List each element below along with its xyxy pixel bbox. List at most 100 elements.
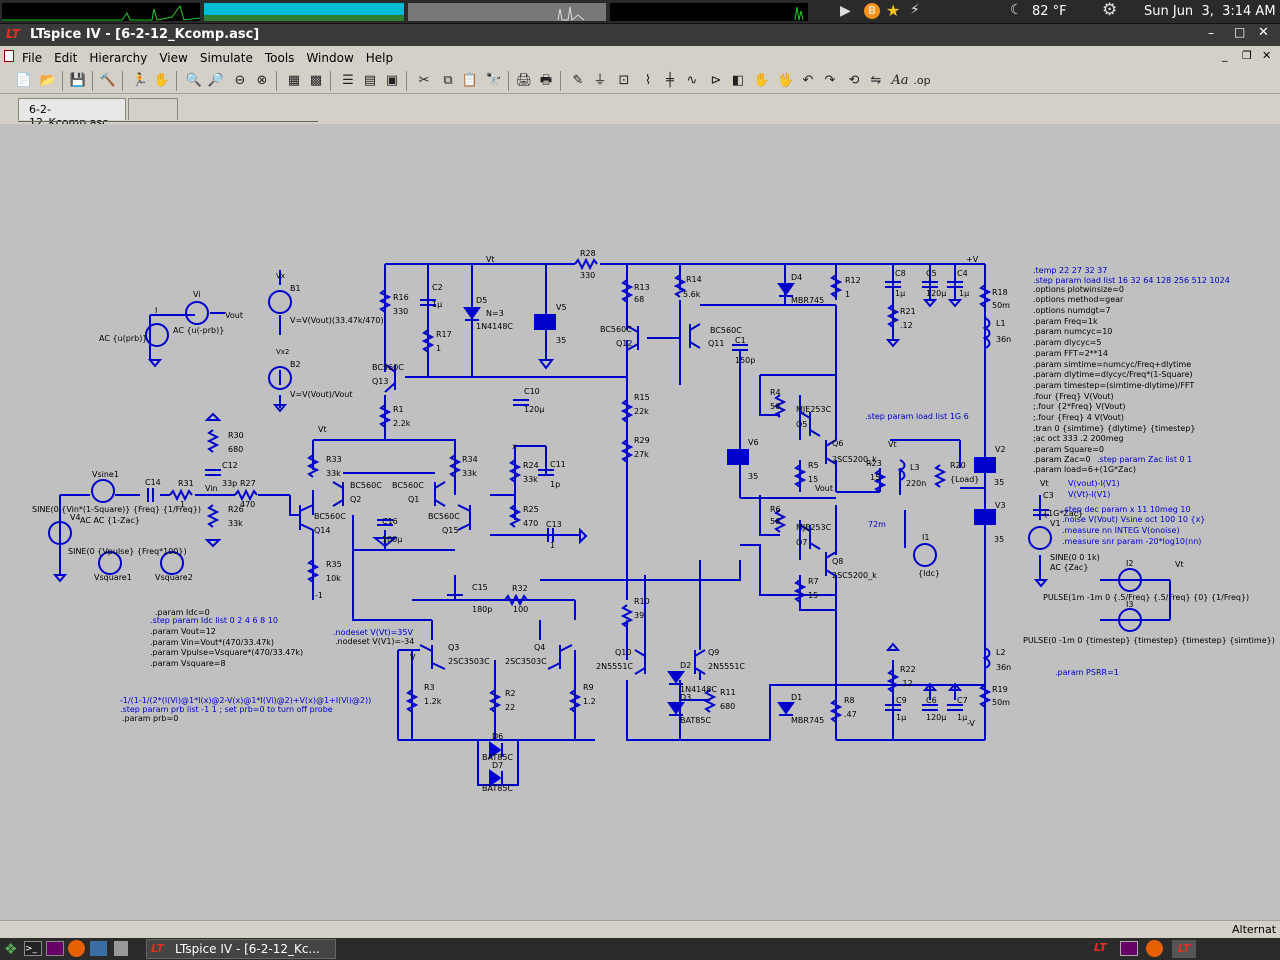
svg-text:5.6k: 5.6k [683,290,701,299]
doc-icon[interactable] [4,50,14,62]
zoom-out-icon[interactable]: ⊖ [234,73,246,88]
undo-icon[interactable]: ↶ [802,73,814,88]
svg-text:120µ: 120µ [926,713,946,722]
disk-monitor [610,3,808,21]
open-icon[interactable]: 📂 [39,73,57,88]
tray-ltspice-icon[interactable]: LT [1094,941,1107,954]
doc-minimize-button[interactable]: _ [1222,49,1228,62]
tab-empty[interactable] [128,98,178,120]
svg-text:V(Vt)-I(V1): V(Vt)-I(V1) [1068,490,1110,499]
copy-icon[interactable]: ⧉ [443,73,453,88]
menu-tools[interactable]: Tools [264,51,295,65]
svg-text:R14: R14 [686,275,702,284]
print-setup-icon[interactable]: 🖨 [515,73,533,88]
tile-vertical-icon[interactable]: ▤ [363,73,377,88]
menu-help[interactable]: Help [365,51,394,65]
firefox-icon[interactable] [68,940,85,957]
pan-icon[interactable]: 🔎 [207,73,225,88]
minimize-button[interactable]: – [1208,26,1214,40]
menu-edit[interactable]: Edit [54,51,78,65]
menu-hierarchy[interactable]: Hierarchy [89,51,148,65]
component-icon[interactable]: ◧ [731,73,745,88]
svg-text:AC {u(-prb)}: AC {u(-prb)} [173,326,224,335]
menu-simulate[interactable]: Simulate [199,51,253,65]
new-schematic-icon[interactable]: 📄 [15,73,33,88]
drag-hand-icon[interactable]: 🖐 [777,73,795,88]
menu-view[interactable]: View [159,51,188,65]
svg-text:35: 35 [748,472,758,481]
taskbar-app-ltspice[interactable]: LT LTspice IV - [6-2-12_Kc... [146,939,336,959]
terminal-icon[interactable]: >_ [24,941,42,956]
doc-restore-button[interactable]: ❐ [1242,49,1252,62]
svg-text:.param dlytime=dlycyc/Freq*(1-: .param dlytime=dlycyc/Freq*(1-Square) [1033,370,1193,379]
star-icon[interactable]: ★ [886,1,901,20]
zoom-fit-icon[interactable]: ⊗ [256,73,268,88]
resistor-r20 [933,464,947,488]
source-v6 [727,449,749,465]
svg-text:SINE(0 {Vin*(1-Square)} {Freq}: SINE(0 {Vin*(1-Square)} {Freq} {1/Freq}) [32,505,201,514]
menu-window[interactable]: Window [306,51,354,65]
spice-directive-icon[interactable]: .op [913,74,931,87]
run-icon[interactable]: 🏃 [131,73,149,88]
tile-horizontal-icon[interactable]: ☰ [342,73,354,88]
text-icon[interactable]: Aa [891,73,909,88]
files-icon[interactable] [90,941,107,956]
bitcoin-icon[interactable]: B [864,3,880,19]
tab-schematic[interactable]: 6-2-12_Kcomp.asc [18,98,126,129]
settings-gear-icon[interactable]: ⚙ [1102,0,1118,20]
play-icon[interactable]: ▶ [840,3,851,19]
svg-text:36n: 36n [996,663,1011,672]
grid-icon[interactable]: ▩ [309,73,323,88]
svg-text:33k: 33k [523,475,538,484]
svg-text:.step param load list 16 32 64: .step param load list 16 32 64 128 256 5… [1033,276,1230,285]
doc-close-button[interactable]: ✕ [1262,49,1272,62]
capacitor-c4 [947,281,963,288]
resistor-icon[interactable]: ⌇ [644,73,652,88]
print-icon[interactable]: 🖶 [539,73,553,88]
svg-text:.param numcyc=10: .param numcyc=10 [1033,327,1112,336]
calculator-icon[interactable] [114,941,128,956]
halt-icon[interactable]: ✋ [153,73,171,88]
move-hand-icon[interactable]: ✋ [753,73,771,88]
paste-icon[interactable]: 📋 [461,73,479,88]
diode-icon[interactable]: ⊳ [710,73,722,88]
capacitor-icon[interactable]: ╪ [666,73,674,88]
bolt-icon[interactable]: ⚡ [910,2,920,18]
svg-text:R10: R10 [634,597,650,606]
tray-firefox-icon[interactable] [1146,940,1163,957]
cpu-monitor [2,3,201,21]
tray-app-icon[interactable] [1120,941,1138,956]
find-icon[interactable]: 🔭 [485,73,503,88]
zoom-area-icon[interactable]: 🔍 [185,73,203,88]
resistor-r16 [378,289,392,313]
cut-icon[interactable]: ✂ [418,73,430,88]
svg-text:R16: R16 [393,293,409,302]
mirror-icon[interactable]: ⇋ [870,73,882,88]
svg-text:2SC3503C: 2SC3503C [448,657,490,666]
svg-text:V5: V5 [556,303,567,312]
cascade-icon[interactable]: ▣ [385,73,399,88]
menu-file[interactable]: File [22,51,43,65]
ground-icon[interactable]: ⏚ [593,73,607,88]
control-panel-icon[interactable]: 🔨 [99,73,117,88]
save-icon[interactable]: 💾 [69,73,87,88]
window-titlebar[interactable]: LT LTspice IV - [6-2-12_Kcomp.asc] – □ ✕ [0,24,1280,46]
terminal2-icon[interactable] [46,941,64,956]
toolbar: 📄 📂 💾 🔨 🏃 ✋ 🔍 🔎 ⊖ ⊗ ▦ ▩ ☰ ▤ ▣ ✂ ⧉ 📋 🔭 🖨 … [0,68,1280,94]
menu-launcher-icon[interactable]: ❖ [4,940,18,958]
inductor-icon[interactable]: ∿ [686,73,698,88]
svg-text:.param timestep=(simtime-dlyti: .param timestep=(simtime-dlytime)/FFT [1033,381,1194,390]
redo-icon[interactable]: ↷ [824,73,836,88]
svg-text:BAT85C: BAT85C [482,753,513,762]
close-button[interactable]: ✕ [1258,25,1269,40]
label-net-icon[interactable]: ⊡ [618,73,630,88]
rotate-icon[interactable]: ⟲ [848,73,860,88]
clock[interactable]: Sun Jun 3, 3:14 AM [1144,4,1276,19]
tray-ltspice2-icon[interactable]: LT [1172,940,1196,958]
autorange-icon[interactable]: ▦ [287,73,301,88]
wire-icon[interactable]: ✎ [572,73,584,88]
svg-text:C3: C3 [1043,491,1054,500]
maximize-button[interactable]: □ [1234,25,1246,39]
